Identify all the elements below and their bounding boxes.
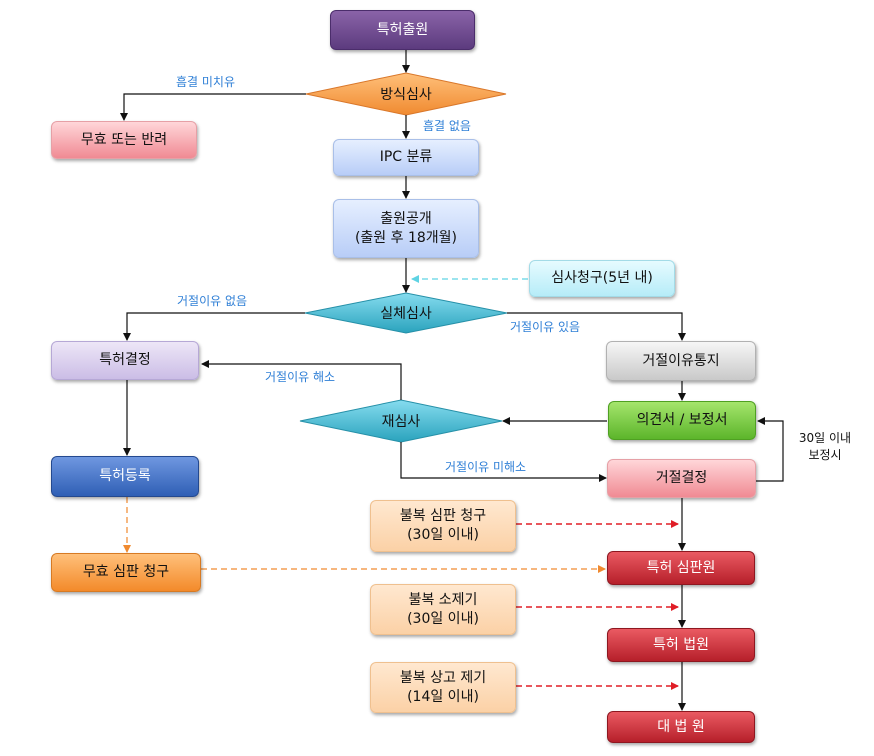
label-within-30-days-amend: 30일 이내 보정시 (798, 431, 852, 462)
label-no-rejection: 거절이유 없음 (177, 294, 248, 308)
patent-application-node: 특허출원 (330, 10, 475, 50)
appeal-trial-request-node: 불복 심판 청구(30일 이내) (370, 500, 516, 552)
label-rejection-unresolved: 거절이유 미해소 (445, 460, 527, 474)
patent-registration-node: 특허등록 (51, 456, 199, 497)
substantive-exam-label: 실체심사 (380, 306, 432, 322)
exam-request-node: 심사청구(5년 내) (529, 260, 675, 297)
appeal-lawsuit-node: 불복 소제기(30일 이내) (370, 584, 516, 635)
connector (201, 360, 402, 400)
formal-exam-label: 방식심사 (380, 87, 432, 103)
patent-court-node: 특허 법원 (607, 628, 755, 662)
label-defect-uncorrected: 흠결 미치유 (176, 75, 236, 89)
rejection-notice-node: 거절이유통지 (606, 341, 756, 381)
connector (120, 93, 306, 121)
ipc-classification-node: IPC 분류 (333, 139, 479, 176)
appeal-supreme-node: 불복 상고 제기(14일 이내) (370, 662, 516, 713)
connector (507, 312, 686, 341)
patent-tribunal-node: 특허 심판원 (607, 551, 755, 585)
invalidation-trial-node: 무효 심판 청구 (51, 553, 201, 592)
formal-exam-diamond (305, 72, 507, 116)
invalid-return-node: 무효 또는 반려 (51, 121, 197, 159)
label-has-rejection: 거절이유 있음 (510, 320, 581, 334)
supreme-court-node: 대 법 원 (607, 711, 755, 743)
publication-node: 출원공개(출원 후 18개월) (333, 199, 479, 258)
reexam-label: 재심사 (381, 414, 421, 430)
connector (756, 417, 784, 482)
label-no-defect: 흠결 없음 (423, 119, 471, 133)
rejection-decision-node: 거절결정 (607, 459, 756, 498)
opinion-amendment-node: 의견서 / 보정서 (608, 401, 756, 440)
grant-decision-node: 특허결정 (51, 341, 199, 380)
connector (123, 312, 305, 341)
label-rejection-resolved: 거절이유 해소 (265, 370, 336, 384)
connector (400, 442, 607, 482)
